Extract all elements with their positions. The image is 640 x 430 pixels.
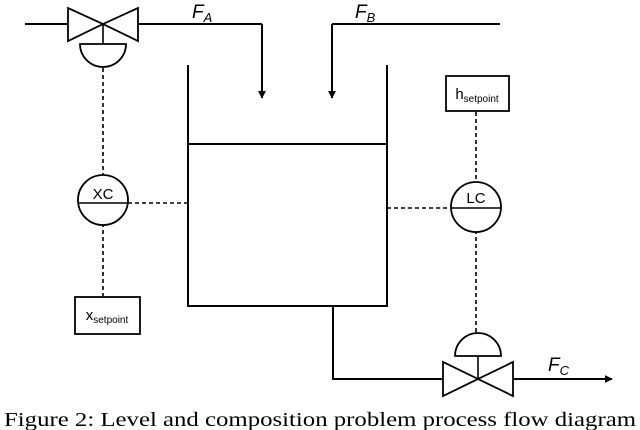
outlet-line bbox=[332, 306, 613, 383]
flow-b-label: FB bbox=[355, 2, 376, 25]
flow-c-main: F bbox=[548, 355, 561, 376]
inlet-line-a bbox=[25, 23, 266, 99]
valve-actuator-icon bbox=[79, 43, 127, 68]
flow-c-sub: C bbox=[560, 363, 570, 378]
outlet-control-valve bbox=[442, 332, 514, 398]
inlet-line-b bbox=[328, 23, 500, 99]
inlet-control-valve bbox=[67, 6, 139, 68]
level-controller: LC bbox=[450, 181, 502, 233]
valve-actuator-icon bbox=[454, 332, 502, 357]
h-setpoint-main: h bbox=[455, 86, 463, 103]
composition-controller-label: XC bbox=[93, 186, 114, 203]
h-setpoint-sub: setpoint bbox=[464, 94, 499, 105]
flow-a-sub: A bbox=[203, 10, 213, 25]
x-setpoint-box: xsetpoint bbox=[74, 296, 141, 335]
flow-b-main: F bbox=[355, 2, 368, 23]
flow-c-label: FC bbox=[548, 355, 570, 378]
h-setpoint-box: hsetpoint bbox=[445, 75, 510, 112]
flow-b-sub: B bbox=[367, 10, 376, 25]
flow-a-label: FA bbox=[192, 2, 212, 25]
h-setpoint-label: hsetpoint bbox=[455, 86, 499, 105]
signal-lines bbox=[102, 68, 477, 332]
x-setpoint-label: xsetpoint bbox=[86, 307, 129, 326]
x-setpoint-sub: setpoint bbox=[93, 315, 128, 326]
figure-caption: Figure 2: Level and composition problem … bbox=[4, 409, 637, 430]
flow-a-main: F bbox=[192, 2, 205, 23]
level-controller-label: LC bbox=[466, 190, 485, 207]
x-setpoint-main: x bbox=[86, 307, 94, 324]
composition-controller: XC bbox=[77, 174, 129, 226]
tank bbox=[187, 65, 388, 307]
